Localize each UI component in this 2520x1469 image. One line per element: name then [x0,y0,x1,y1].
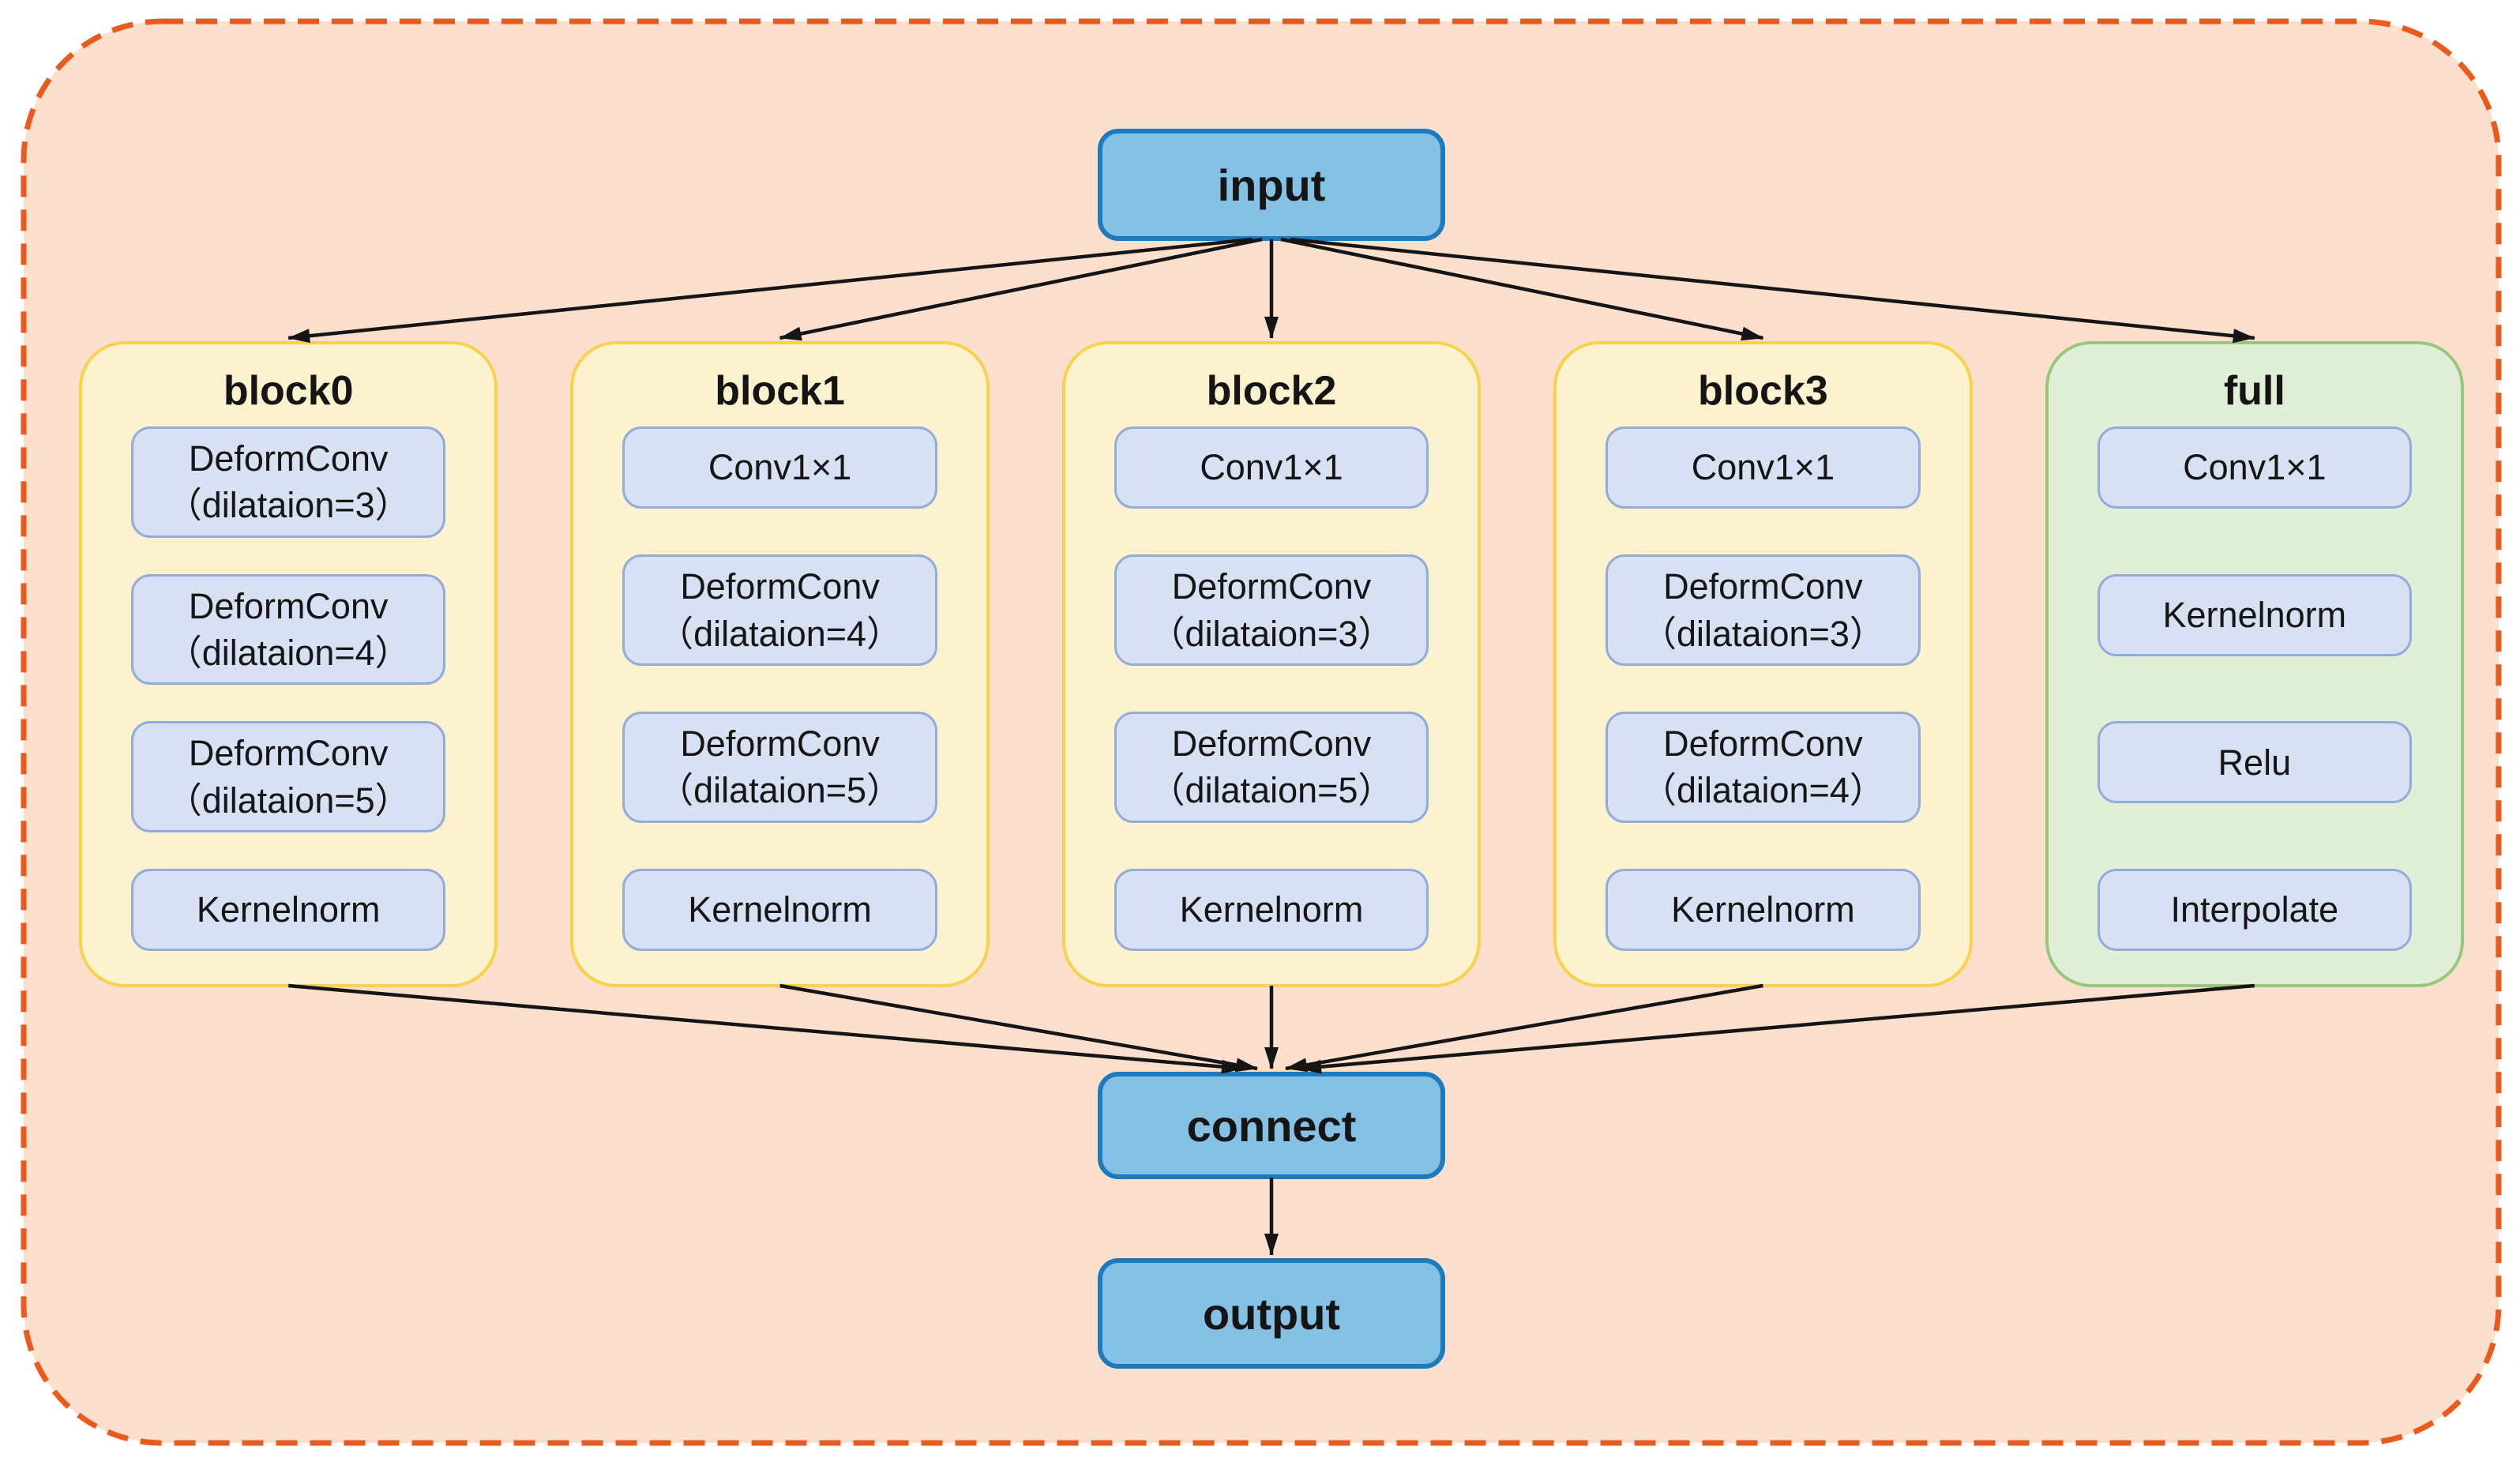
layer-box: Kernelnorm [1114,868,1429,951]
layer-box: DeformConv （dilataion=5） [1114,712,1429,823]
layer-box: Conv1×1 [1606,426,1921,509]
layer-box: Kernelnorm [2097,573,2413,656]
layer-box: Conv1×1 [1114,426,1429,509]
columns-row: block0 DeformConv （dilataion=3） DeformCo… [79,341,2465,987]
layer-box: DeformConv （dilataion=3） [131,426,446,538]
layer-box: Conv1×1 [2097,426,2413,509]
layer-stack: Conv1×1 Kernelnorm Relu Interpolate [2097,426,2413,951]
column-title: block3 [1698,368,1828,414]
column-block0: block0 DeformConv （dilataion=3） DeformCo… [79,341,498,987]
column-block2: block2 Conv1×1 DeformConv （dilataion=3） … [1061,341,1482,987]
layer-box: Relu [2097,721,2413,804]
column-block3: block3 Conv1×1 DeformConv （dilataion=3） … [1553,341,1973,987]
layer-box: DeformConv （dilataion=5） [622,712,937,823]
layer-box: Interpolate [2097,868,2413,951]
column-title: block0 [223,368,354,414]
layer-box: DeformConv （dilataion=4） [622,554,937,666]
layer-box: DeformConv （dilataion=4） [1606,712,1921,823]
layer-box: DeformConv （dilataion=4） [131,573,446,686]
layer-box: Kernelnorm [131,868,446,951]
output-node: output [1098,1258,1445,1369]
layer-box: Kernelnorm [1606,868,1921,951]
layer-box: DeformConv （dilataion=5） [131,721,446,833]
layer-stack: Conv1×1 DeformConv （dilataion=3） DeformC… [1114,426,1429,951]
layer-stack: Conv1×1 DeformConv （dilataion=3） DeformC… [1606,426,1921,951]
layer-stack: DeformConv （dilataion=3） DeformConv （dil… [131,426,446,951]
connect-node: connect [1098,1072,1445,1179]
layer-box: Kernelnorm [622,868,937,951]
layer-stack: Conv1×1 DeformConv （dilataion=4） DeformC… [622,426,937,951]
layer-box: Conv1×1 [622,426,937,509]
column-title: block2 [1206,368,1337,414]
column-block1: block1 Conv1×1 DeformConv （dilataion=4） … [570,341,990,987]
layer-box: DeformConv （dilataion=3） [1606,554,1921,666]
column-title: full [2223,368,2285,414]
column-full: full Conv1×1 Kernelnorm Relu Interpolate [2045,341,2465,987]
layer-box: DeformConv （dilataion=3） [1114,554,1429,666]
input-node: input [1098,129,1445,241]
column-title: block1 [715,368,845,414]
